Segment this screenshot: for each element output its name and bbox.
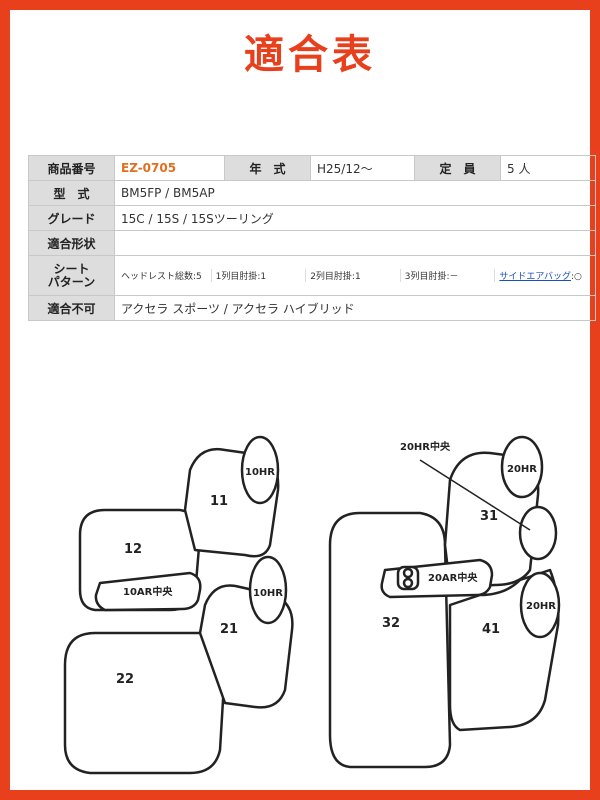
spec-table: 商品番号 EZ-0705 年 式 H25/12～ 定 員 5 人 型 式 BM5… xyxy=(28,155,596,321)
model-value: BM5FP / BM5AP xyxy=(114,180,596,206)
incompatible-label: 適合不可 xyxy=(28,295,115,321)
year-value: H25/12～ xyxy=(310,155,415,181)
pattern-row1-armrest: 1列目肘掛:1 xyxy=(210,269,306,282)
product-code: EZ-0705 xyxy=(114,155,225,181)
pattern-label: シート パターン xyxy=(28,255,115,296)
label-10ar: 10AR中央 xyxy=(123,585,173,598)
label-seat-41: 41 xyxy=(482,622,500,637)
pattern-row2-armrest: 2列目肘掛:1 xyxy=(305,269,400,282)
grade-label: グレード xyxy=(28,205,115,231)
label-20hr-center: 20HR中央 xyxy=(400,440,451,453)
pattern-headrest: ヘッドレスト総数:5 xyxy=(121,272,202,282)
seat-22 xyxy=(63,631,227,775)
headrest-10hr-top xyxy=(240,435,280,505)
label-seat-12: 12 xyxy=(124,542,142,557)
table-row: 適合形状 xyxy=(28,230,596,256)
table-row: シート パターン ヘッドレスト総数:5 1列目肘掛:1 2列目肘掛:1 3列目肘… xyxy=(28,255,596,296)
model-label: 型 式 xyxy=(28,180,115,206)
headrest-20hr-bottom xyxy=(519,571,561,639)
callout-line xyxy=(419,459,531,531)
page-title: 適合表 xyxy=(244,32,376,78)
table-row: 型 式 BM5FP / BM5AP xyxy=(28,180,596,206)
pattern-cell: ヘッドレスト総数:5 1列目肘掛:1 2列目肘掛:1 3列目肘掛:－ サイドエア… xyxy=(114,255,596,296)
grade-value: 15C / 15S / 15Sツーリング xyxy=(114,205,596,231)
label-seat-31: 31 xyxy=(480,509,498,524)
headrest-20hr-center xyxy=(518,505,558,561)
headrest-10hr-right xyxy=(248,555,288,625)
label-20hr-top: 20HR xyxy=(507,464,537,475)
cup-ring-icon xyxy=(402,577,414,589)
label-seat-11: 11 xyxy=(210,494,228,509)
seat-32 xyxy=(328,511,452,769)
pattern-row3-armrest: 3列目肘掛:－ xyxy=(399,269,495,282)
seat-diagram: 10HR 10HR 11 12 10AR中央 21 22 20HR中央 20HR… xyxy=(63,435,561,775)
label-20ar: 20AR中央 xyxy=(428,571,478,584)
airbag-value: :○ xyxy=(571,272,582,282)
label-10hr-top: 10HR xyxy=(245,467,275,478)
fit-value xyxy=(114,230,596,256)
pattern-airbag: サイドエアバッグ:○ xyxy=(494,269,589,282)
cup-ring-icon xyxy=(402,567,414,579)
label-seat-22: 22 xyxy=(116,672,134,687)
capacity-label: 定 員 xyxy=(414,155,501,181)
airbag-link[interactable]: サイドエアバッグ xyxy=(499,272,572,282)
incompatible-value: アクセラ スポーツ / アクセラ ハイブリッド xyxy=(114,295,596,321)
label-seat-21: 21 xyxy=(220,622,238,637)
table-row: グレード 15C / 15S / 15Sツーリング xyxy=(28,205,596,231)
table-row: 適合不可 アクセラ スポーツ / アクセラ ハイブリッド xyxy=(28,295,596,321)
label-10hr-right: 10HR xyxy=(253,588,283,599)
fit-label: 適合形状 xyxy=(28,230,115,256)
year-label: 年 式 xyxy=(224,155,311,181)
armrest-10ar xyxy=(94,571,202,612)
label-20hr-bottom: 20HR xyxy=(526,601,556,612)
product-label: 商品番号 xyxy=(28,155,115,181)
headrest-20hr-top xyxy=(500,435,544,499)
label-seat-32: 32 xyxy=(382,616,400,631)
capacity-value: 5 人 xyxy=(500,155,596,181)
table-row: 商品番号 EZ-0705 年 式 H25/12～ 定 員 5 人 xyxy=(28,155,596,181)
